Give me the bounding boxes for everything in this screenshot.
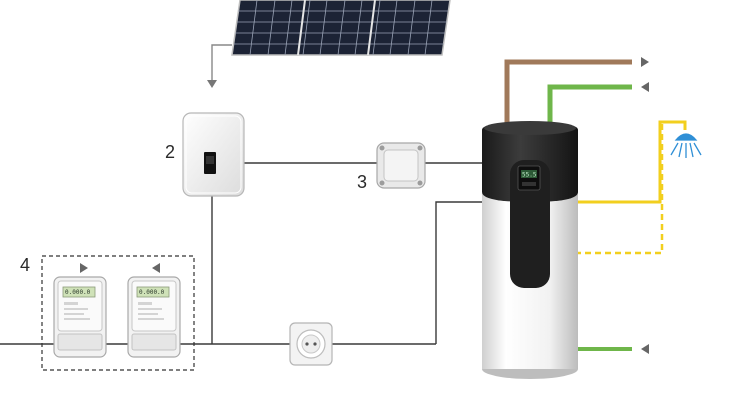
inverter-icon bbox=[182, 112, 245, 197]
arrow-right-icon bbox=[80, 263, 88, 273]
electricity-meter-icon: 0.000.0 bbox=[53, 263, 107, 358]
arrow-down-icon bbox=[207, 80, 217, 88]
meters-label: 4 bbox=[20, 255, 31, 275]
meter-display-export: 0.000.0 bbox=[139, 289, 165, 296]
arrow-left-icon bbox=[641, 344, 649, 354]
arrow-left-icon bbox=[641, 82, 649, 92]
heat-pump-boiler-icon: 55.5 bbox=[482, 121, 578, 379]
shower-icon bbox=[670, 133, 702, 158]
solar-panel-icon bbox=[231, 0, 451, 56]
meter-display-import: 0.000.0 bbox=[65, 289, 91, 296]
junction-box-label: 3 bbox=[357, 172, 368, 192]
boiler-display: 55.5 bbox=[522, 172, 537, 179]
junction-box-icon bbox=[376, 142, 426, 189]
socket-icon bbox=[289, 322, 333, 366]
water-pipes bbox=[504, 59, 687, 351]
arrow-left-icon bbox=[152, 263, 160, 273]
electricity-meter-icon: 0.000.0 bbox=[127, 263, 181, 358]
arrow-right-icon bbox=[641, 57, 649, 67]
inverter-label: 2 bbox=[165, 142, 176, 162]
